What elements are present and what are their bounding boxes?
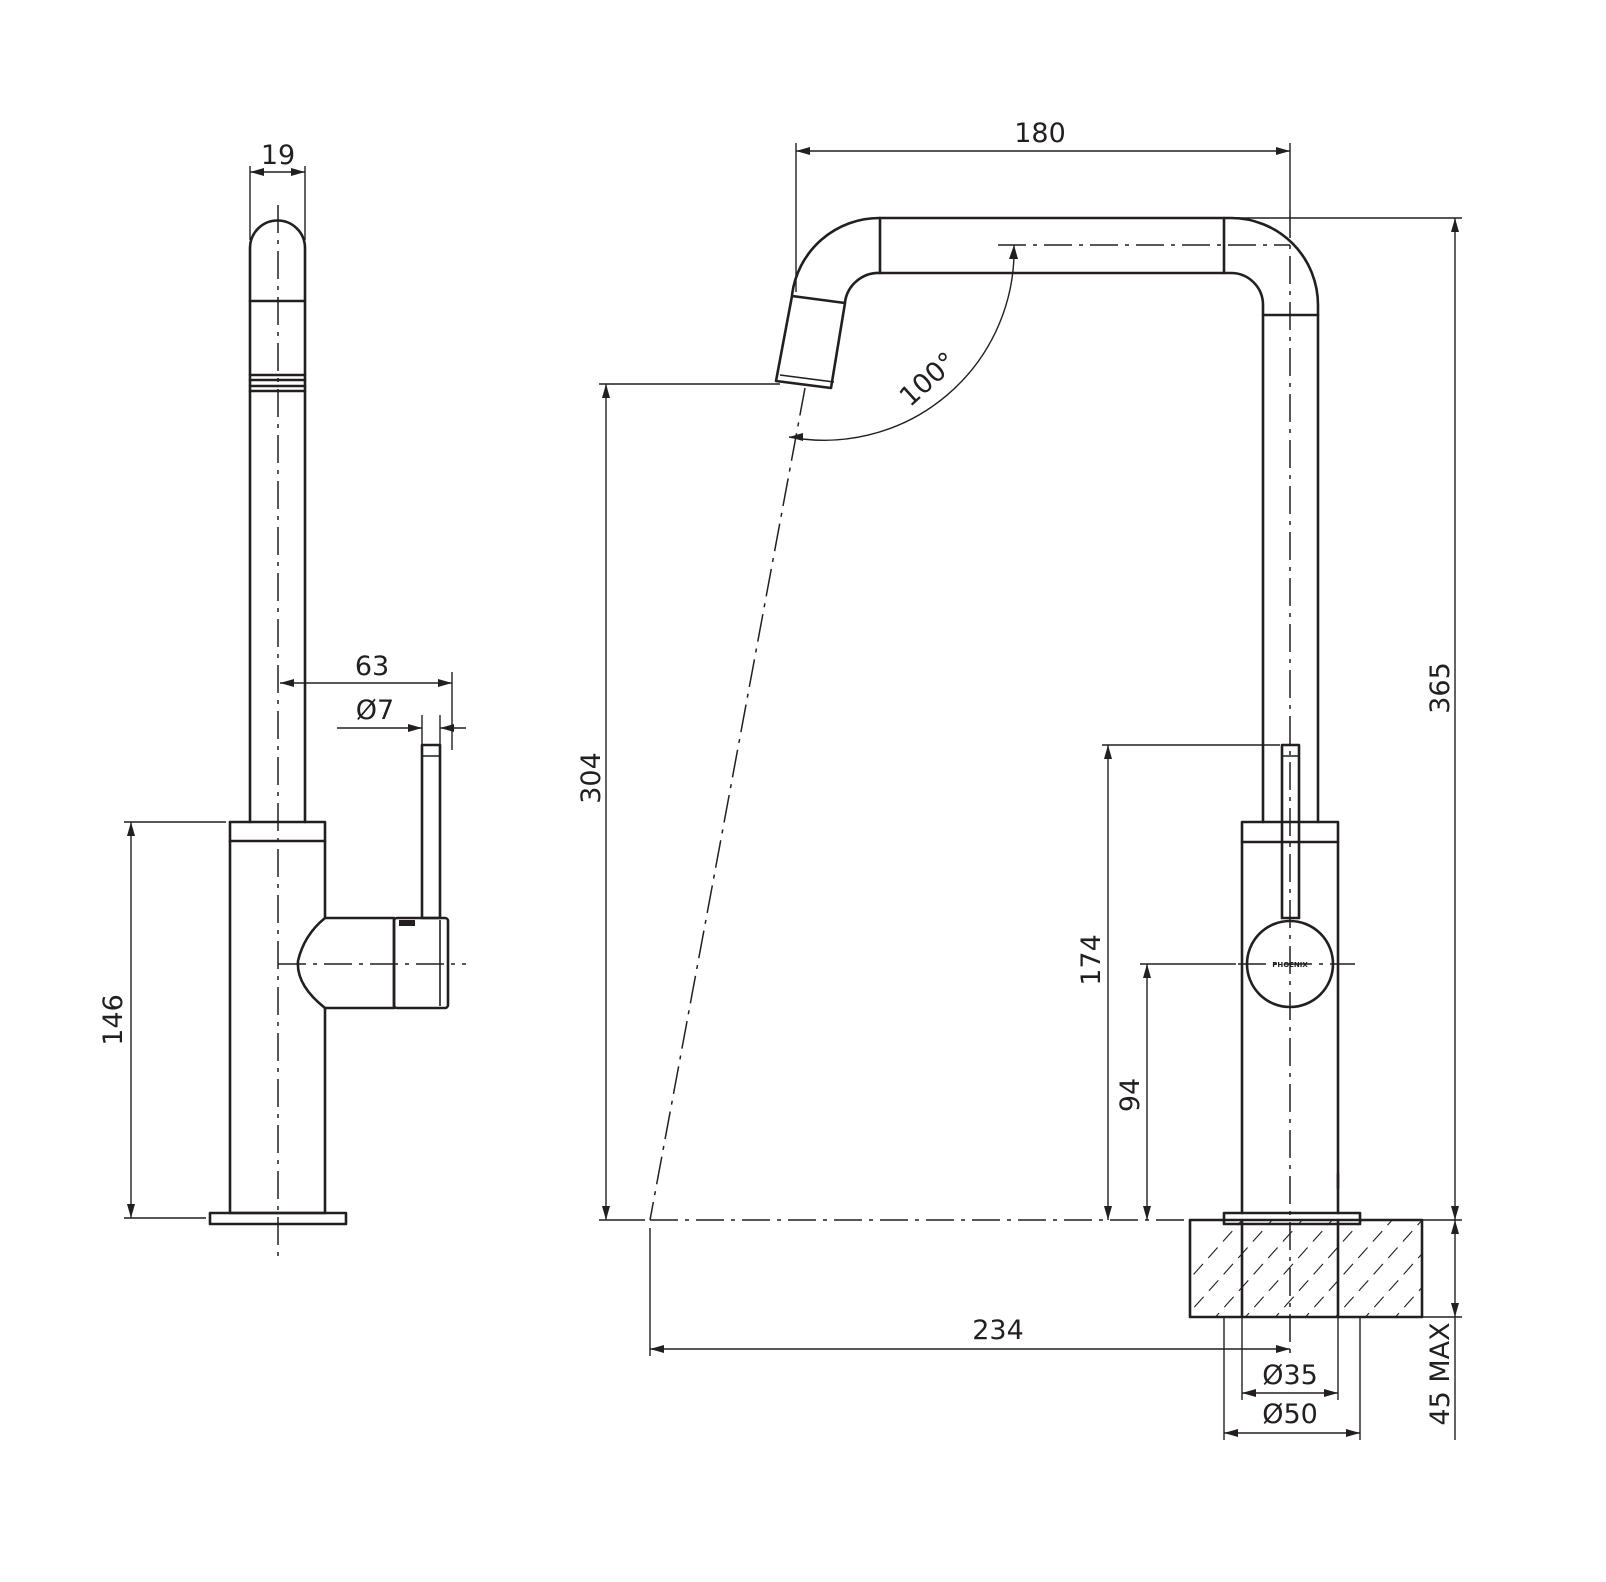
dim-outlet-height-label: 304 bbox=[576, 752, 607, 804]
dim-overall-height: 365 bbox=[1236, 217, 1462, 1221]
dim-lever-reach-label: 63 bbox=[355, 651, 389, 682]
dim-outlet-height: 304 bbox=[576, 383, 780, 1221]
front-view: PHOENIX bbox=[576, 118, 1462, 1440]
dim-base-diameter: Ø50 bbox=[1223, 1317, 1361, 1440]
dim-spout-reach-label: 180 bbox=[1014, 118, 1066, 149]
dim-spout-angle: 100° bbox=[788, 244, 1018, 441]
front-spout-outlet bbox=[774, 294, 847, 390]
dim-outlet-projection: 234 bbox=[649, 1228, 1290, 1356]
dim-spout-angle-label: 100° bbox=[894, 346, 963, 413]
bench-section bbox=[1188, 1218, 1424, 1319]
front-body bbox=[1240, 840, 1340, 1215]
dim-handle-center-height-label: 94 bbox=[1115, 1078, 1146, 1112]
front-spout-inner bbox=[843, 271, 1265, 824]
dim-lever-reach: 63 bbox=[280, 651, 453, 750]
dim-base-diameter-label: Ø50 bbox=[1262, 1399, 1318, 1430]
dim-lever-top-height: 174 bbox=[1076, 744, 1280, 1220]
side-handle-hub bbox=[296, 916, 396, 1010]
side-view: 19 63 Ø7 146 bbox=[98, 140, 466, 1258]
dim-overall-height-label: 365 bbox=[1425, 662, 1456, 714]
dim-inner-diameter: Ø35 bbox=[1241, 1317, 1339, 1400]
dim-body-height-label: 146 bbox=[98, 994, 129, 1046]
dim-spout-diameter-label: 19 bbox=[261, 140, 295, 171]
dim-outlet-projection-label: 234 bbox=[972, 1315, 1024, 1346]
dim-body-height: 146 bbox=[98, 821, 226, 1219]
dim-lever-top-height-label: 174 bbox=[1076, 934, 1107, 986]
dim-inner-diameter-label: Ø35 bbox=[1262, 1360, 1318, 1391]
dim-spout-diameter: 19 bbox=[249, 140, 306, 240]
dim-bench-thickness: 45 MAX bbox=[1422, 1220, 1462, 1440]
dim-handle-center-height: 94 bbox=[1115, 963, 1236, 1220]
front-spout-outer bbox=[790, 216, 1320, 824]
dim-lever-diameter: Ø7 bbox=[337, 695, 466, 745]
side-aerator-ring bbox=[248, 373, 307, 393]
dim-bench-thickness-label: 45 MAX bbox=[1425, 1322, 1456, 1425]
water-trajectory-line bbox=[649, 387, 806, 1221]
side-lever bbox=[420, 743, 442, 920]
dim-lever-diameter-label: Ø7 bbox=[356, 695, 394, 726]
dim-spout-reach: 180 bbox=[795, 118, 1291, 292]
front-base-plate bbox=[1222, 1211, 1362, 1226]
side-handle-marker bbox=[399, 920, 415, 926]
